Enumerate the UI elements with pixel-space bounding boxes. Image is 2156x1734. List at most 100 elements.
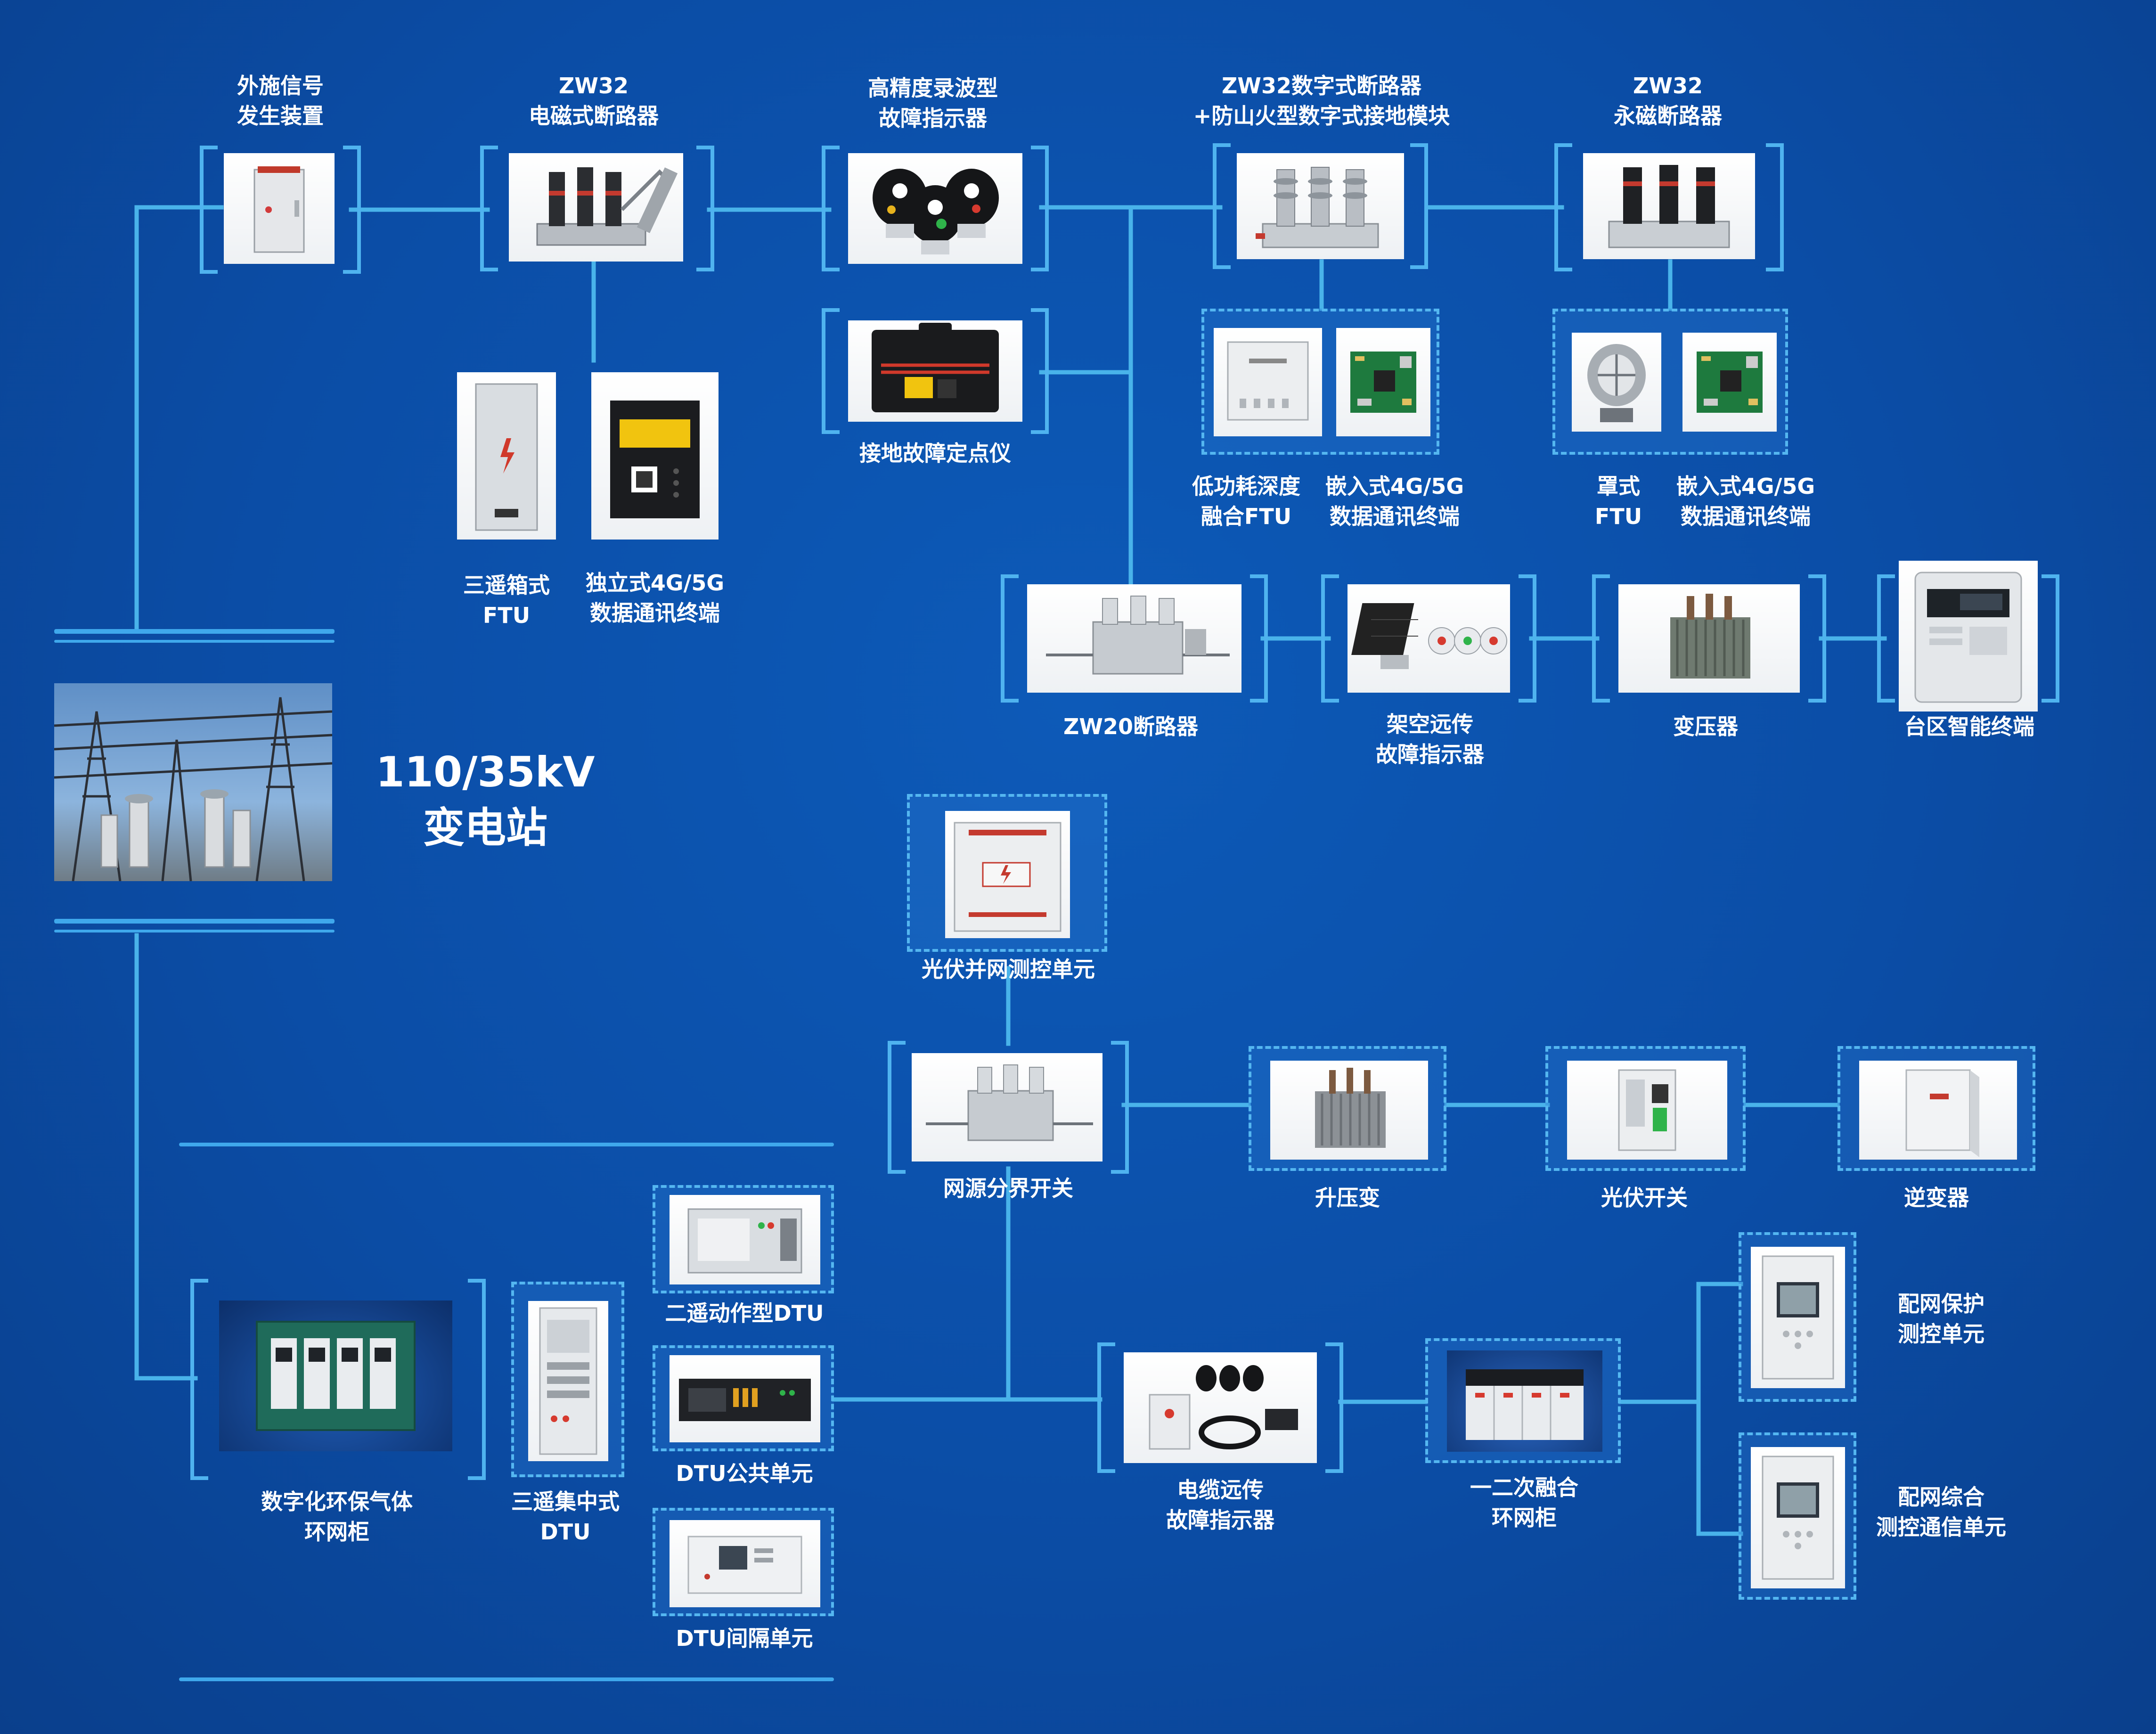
dtu-two-label: 二遥动作型DTU: [665, 1298, 824, 1328]
comm-line2: 测控通信单元: [1876, 1514, 2006, 1540]
ground-locator-label: 接地故障定点仪: [859, 438, 1011, 468]
breaker-icon: [1046, 596, 1230, 675]
pv-switch-text: 光伏开关: [1601, 1185, 1688, 1211]
district-terminal-text: 台区智能终端: [1904, 714, 2034, 739]
digital-ftu-photo[interactable]: [1214, 328, 1322, 436]
pm-ftu-line1: 罩式: [1597, 474, 1640, 499]
cable-indicator-line2: 故障指示器: [1166, 1507, 1274, 1533]
inverter-text: 逆变器: [1904, 1185, 1969, 1211]
breaker-icon: [1256, 167, 1379, 248]
dtu-interval-card[interactable]: [653, 1508, 834, 1616]
zw32-em-line1: ZW32: [558, 73, 629, 98]
overhead-indicator-label: 架空远传 故障指示器: [1376, 709, 1484, 769]
dtu-cabinet-icon: [539, 1307, 597, 1455]
em-ftu-photo[interactable]: [457, 372, 556, 540]
pv-box-icon: [954, 822, 1062, 932]
dtu-interval-label: DTU间隔单元: [676, 1623, 813, 1653]
pcb-icon: [1697, 352, 1763, 413]
digital-ftu-label: 低功耗深度 融合FTU: [1192, 471, 1300, 532]
dtu-public-card[interactable]: [653, 1345, 834, 1451]
boundary-switch-card[interactable]: [888, 1041, 1129, 1174]
ftu-icon: [1227, 341, 1309, 421]
digital-terminal-line2: 数据通讯终端: [1329, 504, 1460, 529]
dtu-central-line1: 三遥集中式: [511, 1489, 620, 1514]
overhead-indicator-card[interactable]: [1321, 574, 1536, 703]
pv-control-label: 光伏并网测控单元: [922, 954, 1095, 984]
cable-indicator-line1: 电缆远传: [1177, 1477, 1264, 1503]
zw32-em-line2: 电磁式断路器: [529, 103, 659, 129]
transformer-card[interactable]: [1592, 574, 1826, 703]
zw32-digital-line1: ZW32数字式断路器: [1221, 73, 1422, 98]
ring-cabinet-line1: 数字化环保气体: [261, 1489, 413, 1514]
fusion-cabinet-card[interactable]: [1425, 1338, 1621, 1463]
protection-card[interactable]: [1739, 1232, 1856, 1402]
zw32-em-card[interactable]: [480, 146, 714, 271]
breaker-icon: [926, 1064, 1093, 1141]
signal-generator-line1: 外施信号: [237, 73, 324, 98]
em-ftu-line1: 三遥箱式: [463, 573, 550, 598]
cabinet-icon: [253, 166, 305, 253]
zw32-digital-card[interactable]: [1213, 143, 1428, 269]
inverter-card[interactable]: [1838, 1046, 2035, 1171]
boundary-switch-text: 网源分界开关: [943, 1176, 1073, 1201]
pv-control-card[interactable]: [907, 794, 1107, 952]
zw32-pm-label: ZW32 永磁断路器: [1614, 71, 1722, 131]
step-up-text: 升压变: [1315, 1185, 1380, 1211]
dtu-public-text: DTU公共单元: [676, 1461, 813, 1486]
zw32-pm-card[interactable]: [1554, 143, 1784, 271]
substation-bottom-bar-2: [54, 930, 335, 932]
ground-locator-card[interactable]: [822, 308, 1049, 434]
dtu-central-card[interactable]: [511, 1282, 624, 1477]
substation-top-bar-2: [54, 640, 335, 643]
protection-line1: 配网保护: [1898, 1291, 1984, 1317]
cable-indicator-card[interactable]: [1097, 1342, 1343, 1473]
zw32-pm-line1: ZW32: [1633, 73, 1703, 98]
pm-ftu-photo[interactable]: [1572, 333, 1661, 432]
signal-generator-label: 外施信号 发生装置: [237, 71, 324, 131]
breaker-icon: [536, 167, 678, 246]
dtu-two-card[interactable]: [653, 1185, 834, 1293]
transformer-icon: [1670, 594, 1750, 679]
zw20-card[interactable]: [1001, 574, 1268, 703]
switch-cabinet-icon: [1618, 1069, 1676, 1151]
terminal-icon: [610, 401, 700, 518]
pm-terminal-line1: 嵌入式4G/5G: [1676, 474, 1815, 499]
em-terminal-line1: 独立式4G/5G: [585, 570, 725, 596]
zw20-label: ZW20断路器: [1063, 712, 1198, 742]
substation-line1: 110/35kV: [376, 748, 595, 796]
cable-indicator-icon: [1149, 1365, 1298, 1450]
ring-cabinet-label: 数字化环保气体 环网柜: [261, 1487, 413, 1547]
protection-label: 配网保护 测控单元: [1898, 1289, 1984, 1349]
rack-icon: [679, 1379, 811, 1421]
pm-pcb-photo[interactable]: [1682, 333, 1777, 432]
step-up-card[interactable]: [1249, 1046, 1446, 1171]
pm-sub-group: [1552, 309, 1788, 455]
em-terminal-line2: 数据通讯终端: [589, 600, 720, 626]
zw32-digital-label: ZW32数字式断路器 +防山火型数字式接地模块: [1193, 71, 1450, 131]
district-terminal-card[interactable]: [1877, 561, 2059, 712]
hp-indicator-line1: 高精度录波型: [868, 75, 998, 101]
breaker-icon: [1608, 165, 1730, 248]
boundary-switch-label: 网源分界开关: [943, 1173, 1073, 1203]
substation-photo: [54, 683, 332, 881]
em-ftu-label: 三遥箱式 FTU: [463, 570, 550, 630]
pm-ftu-line2: FTU: [1594, 504, 1642, 529]
protection-line2: 测控单元: [1898, 1321, 1984, 1347]
hp-indicator-card[interactable]: [822, 146, 1049, 271]
digital-pcb-photo[interactable]: [1336, 328, 1430, 436]
dtu-icon: [687, 1208, 802, 1274]
comm-card[interactable]: [1739, 1432, 1856, 1600]
relay-icon: [1762, 1456, 1834, 1580]
comm-label: 配网综合 测控通信单元: [1876, 1482, 2006, 1542]
cable-indicator-label: 电缆远传 故障指示器: [1166, 1475, 1274, 1535]
pv-control-text: 光伏并网测控单元: [922, 957, 1095, 982]
ring-cabinet-card[interactable]: [190, 1279, 486, 1480]
ring-cabinet-line2: 环网柜: [304, 1519, 369, 1545]
switchgear-icon: [1466, 1369, 1584, 1440]
pv-switch-card[interactable]: [1545, 1046, 1746, 1171]
step-up-label: 升压变: [1315, 1183, 1380, 1213]
em-terminal-photo[interactable]: [591, 372, 719, 540]
pm-ftu-label: 罩式 FTU: [1595, 471, 1642, 532]
overhead-indicator-line1: 架空远传: [1387, 712, 1473, 737]
signal-generator-card[interactable]: [200, 146, 361, 274]
